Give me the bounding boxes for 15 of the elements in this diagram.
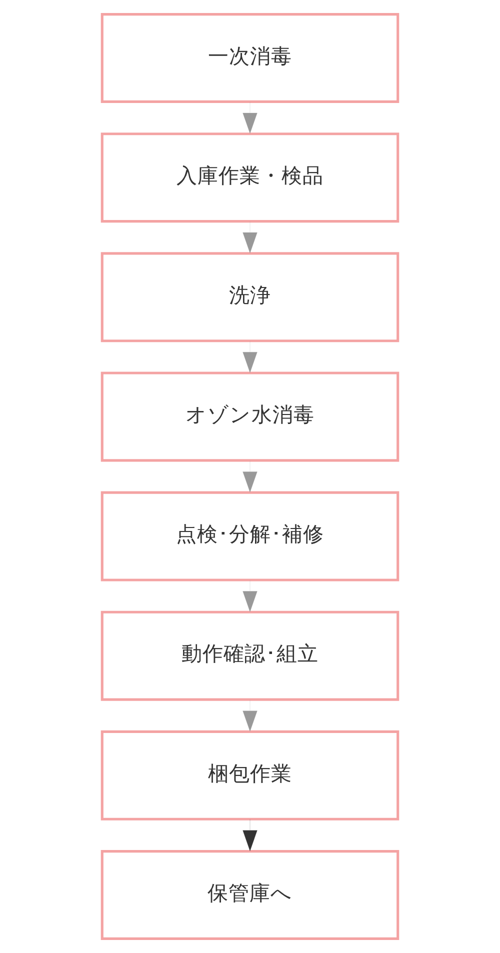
- node-box: 洗浄: [100, 252, 400, 342]
- node-box: 梱包作業: [100, 730, 400, 820]
- node-box: 点検･分解･補修: [100, 491, 400, 582]
- arrow: [242, 102, 258, 134]
- node-box: 動作確認･組立: [100, 610, 400, 701]
- arrow: [242, 460, 258, 492]
- node-box: 保管庫へ: [100, 850, 400, 940]
- node-box: オゾン水消毒: [100, 372, 400, 462]
- node-box: 入庫作業・検品: [100, 132, 400, 223]
- arrow: [242, 819, 258, 852]
- arrow: [242, 221, 258, 254]
- arrow: [242, 580, 258, 612]
- arrow: [242, 340, 258, 373]
- arrow: [242, 700, 258, 732]
- node-box: 一次消毒: [100, 13, 400, 103]
